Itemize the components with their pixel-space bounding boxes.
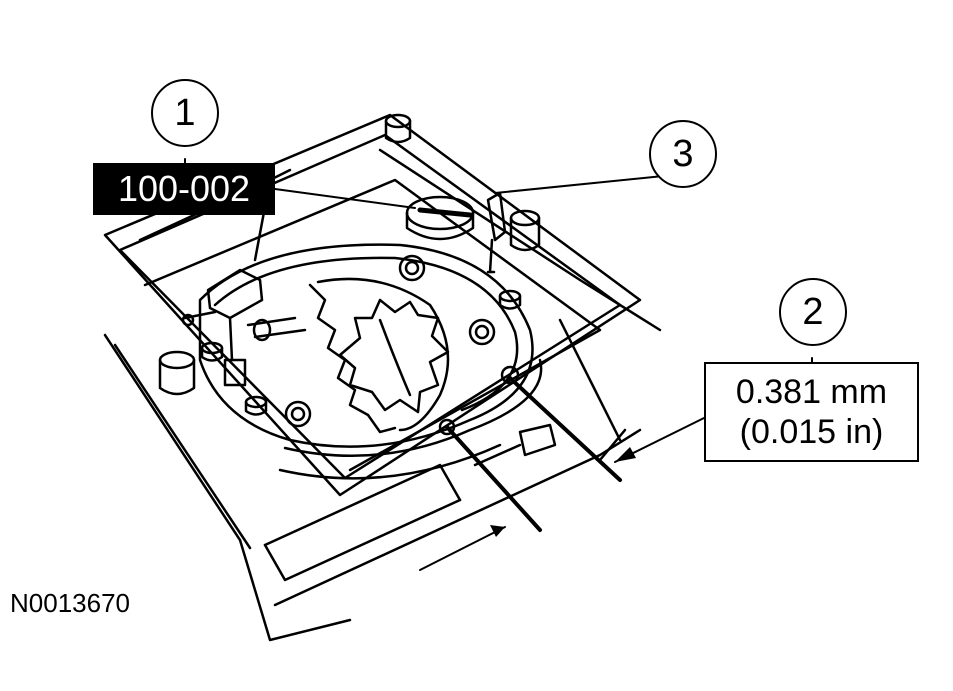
dial-indicator [405, 191, 507, 274]
spec-metric: 0.381 mm [735, 373, 888, 411]
backlash-spec-box: 0.381 mm (0.015 in) [704, 362, 919, 462]
figure-id: N0013670 [10, 588, 130, 618]
ring-gear [308, 277, 450, 434]
callout-1: 1 [151, 79, 219, 147]
fixture-posts [158, 113, 541, 416]
holding-fixture [103, 113, 662, 642]
rod [263, 423, 557, 582]
leader-lines [184, 158, 813, 571]
callout-3: 3 [649, 120, 717, 188]
spec-imperial: (0.015 in) [739, 413, 884, 451]
callout-2: 2 [779, 278, 847, 346]
arrowheads [490, 447, 636, 537]
special-tool-label: 100-002 [93, 163, 275, 215]
indicator-bracket [181, 268, 307, 387]
